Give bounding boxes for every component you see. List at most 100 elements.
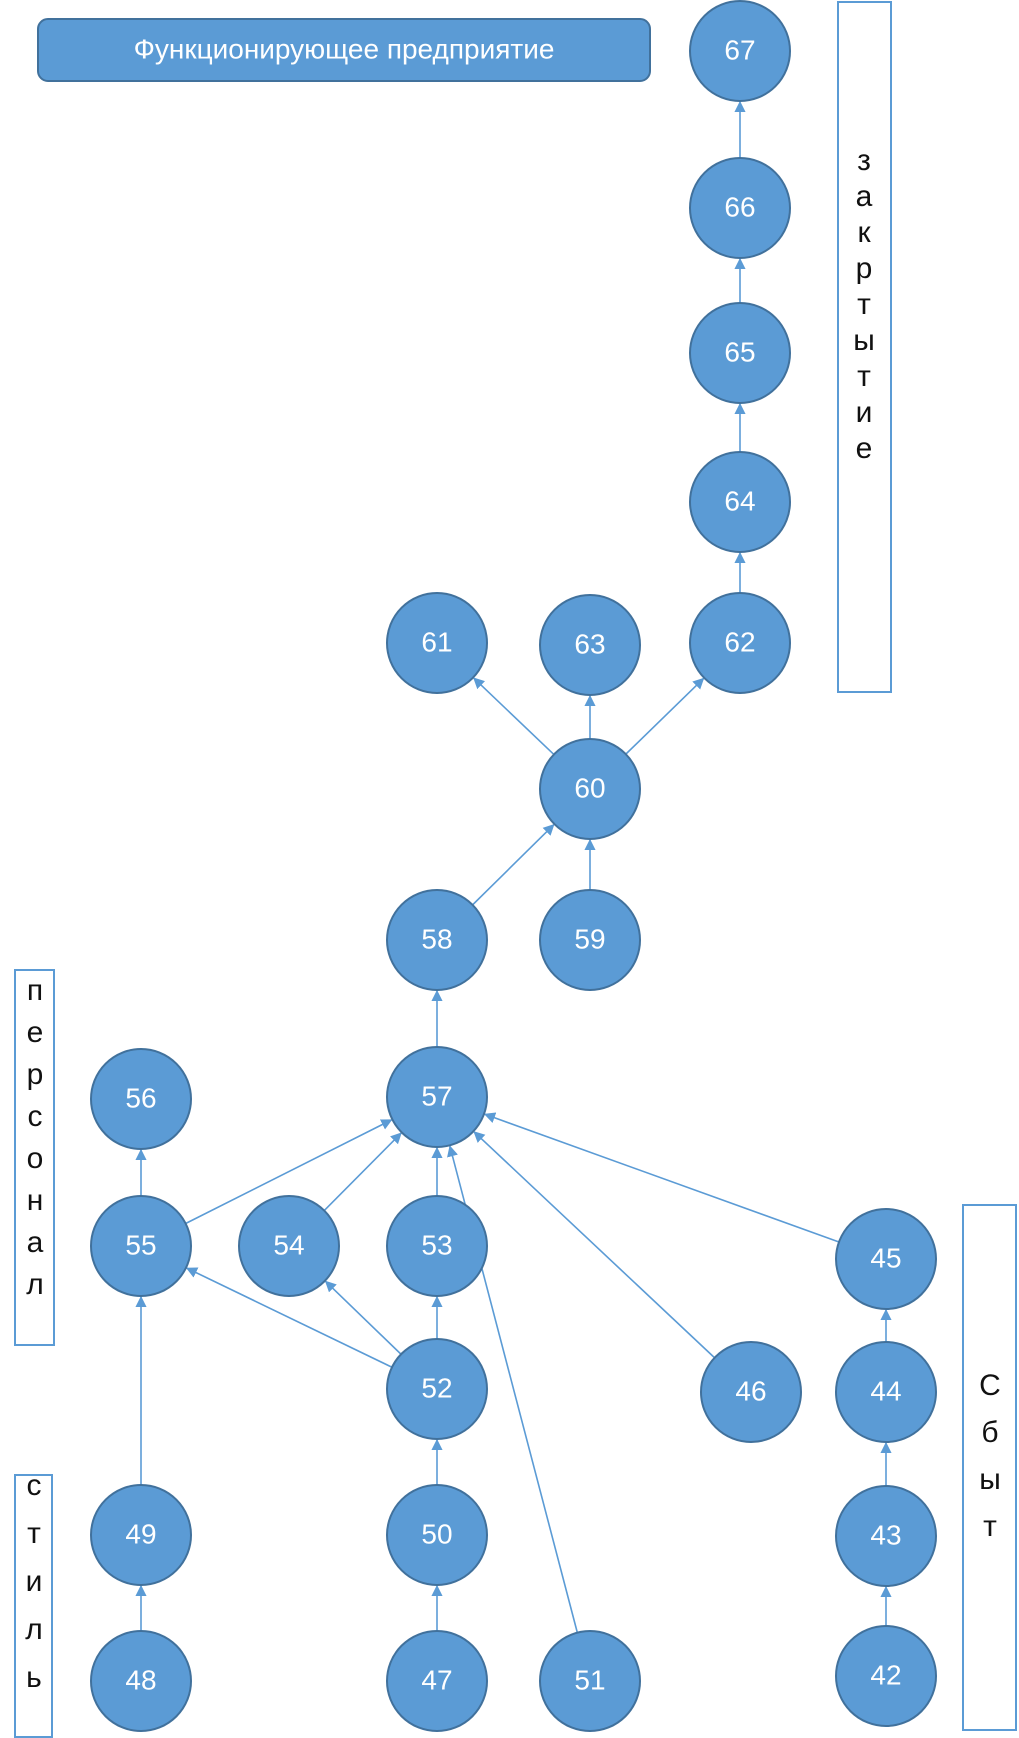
node-51: 51	[539, 1630, 641, 1732]
node-label: 43	[870, 1519, 901, 1550]
edge-52-to-55	[185, 1267, 393, 1368]
style-frame	[14, 1474, 53, 1738]
node-47: 47	[386, 1630, 488, 1732]
node-label: 67	[724, 34, 755, 65]
node-circle	[90, 1195, 192, 1297]
node-circle	[835, 1625, 937, 1727]
node-42: 42	[835, 1625, 937, 1727]
node-circle	[835, 1208, 937, 1310]
node-circle	[700, 1341, 802, 1443]
node-66: 66	[689, 157, 791, 259]
node-55: 55	[90, 1195, 192, 1297]
node-53: 53	[386, 1195, 488, 1297]
node-circle	[689, 302, 791, 404]
edge-45-to-57	[483, 1112, 840, 1243]
title-box: Функционирующее предприятие	[37, 18, 651, 82]
node-label: 48	[125, 1664, 156, 1695]
node-circle	[386, 1630, 488, 1732]
node-circle	[90, 1484, 192, 1586]
node-67: 67	[689, 0, 791, 102]
node-circle	[539, 1630, 641, 1732]
node-circle	[689, 157, 791, 259]
node-60: 60	[539, 738, 641, 840]
node-43: 43	[835, 1485, 937, 1587]
node-label: 60	[574, 772, 605, 803]
node-58: 58	[386, 889, 488, 991]
node-label: 46	[735, 1375, 766, 1406]
node-52: 52	[386, 1338, 488, 1440]
node-circle	[689, 451, 791, 553]
node-label: 42	[870, 1659, 901, 1690]
node-circle	[539, 594, 641, 696]
node-label: 44	[870, 1375, 901, 1406]
node-50: 50	[386, 1484, 488, 1586]
node-54: 54	[238, 1195, 340, 1297]
node-circle	[689, 592, 791, 694]
node-circle	[386, 1046, 488, 1148]
node-circle	[689, 0, 791, 102]
edge-60-to-61	[473, 677, 555, 756]
node-label: 54	[273, 1229, 304, 1260]
node-label: 50	[421, 1518, 452, 1549]
node-label: 62	[724, 626, 755, 657]
node-label: 53	[421, 1229, 452, 1260]
node-circle	[835, 1341, 937, 1443]
node-46: 46	[700, 1341, 802, 1443]
node-49: 49	[90, 1484, 192, 1586]
node-circle	[386, 1484, 488, 1586]
node-circle	[386, 1338, 488, 1440]
title-text: Функционирующее предприятие	[134, 33, 555, 64]
node-label: 59	[574, 923, 605, 954]
sales-frame	[962, 1204, 1017, 1731]
edge-60-to-62	[625, 677, 705, 755]
edge-52-to-54	[324, 1280, 402, 1355]
node-63: 63	[539, 594, 641, 696]
edge-54-to-57	[323, 1132, 402, 1212]
node-48: 48	[90, 1630, 192, 1732]
node-44: 44	[835, 1341, 937, 1443]
node-62: 62	[689, 592, 791, 694]
node-circle	[835, 1485, 937, 1587]
node-circle	[90, 1630, 192, 1732]
node-59: 59	[539, 889, 641, 991]
edge-58-to-60	[472, 824, 555, 906]
node-label: 61	[421, 626, 452, 657]
node-label: 49	[125, 1518, 156, 1549]
node-64: 64	[689, 451, 791, 553]
nodes: 67 66 65 64 62 61 63 60 58 59 57 56 55 54 53 45 52 46 44 49…	[90, 0, 937, 1732]
node-label: 52	[421, 1372, 452, 1403]
node-label: 63	[574, 628, 605, 659]
node-circle	[386, 889, 488, 991]
node-circle	[386, 1195, 488, 1297]
node-circle	[539, 738, 641, 840]
node-circle	[539, 889, 641, 991]
node-57: 57	[386, 1046, 488, 1148]
node-65: 65	[689, 302, 791, 404]
node-circle	[386, 592, 488, 694]
node-56: 56	[90, 1048, 192, 1150]
edge-55-to-57	[185, 1119, 393, 1225]
node-label: 51	[574, 1664, 605, 1695]
node-label: 66	[724, 191, 755, 222]
node-label: 55	[125, 1229, 156, 1260]
node-label: 57	[421, 1080, 452, 1111]
node-label: 65	[724, 336, 755, 367]
personnel-frame	[14, 969, 55, 1346]
closing-frame	[837, 1, 892, 693]
node-61: 61	[386, 592, 488, 694]
node-label: 45	[870, 1242, 901, 1273]
node-label: 47	[421, 1664, 452, 1695]
node-label: 64	[724, 485, 755, 516]
edge-46-to-57	[473, 1131, 716, 1359]
node-45: 45	[835, 1208, 937, 1310]
node-label: 56	[125, 1082, 156, 1113]
node-circle	[90, 1048, 192, 1150]
node-label: 58	[421, 923, 452, 954]
node-circle	[238, 1195, 340, 1297]
